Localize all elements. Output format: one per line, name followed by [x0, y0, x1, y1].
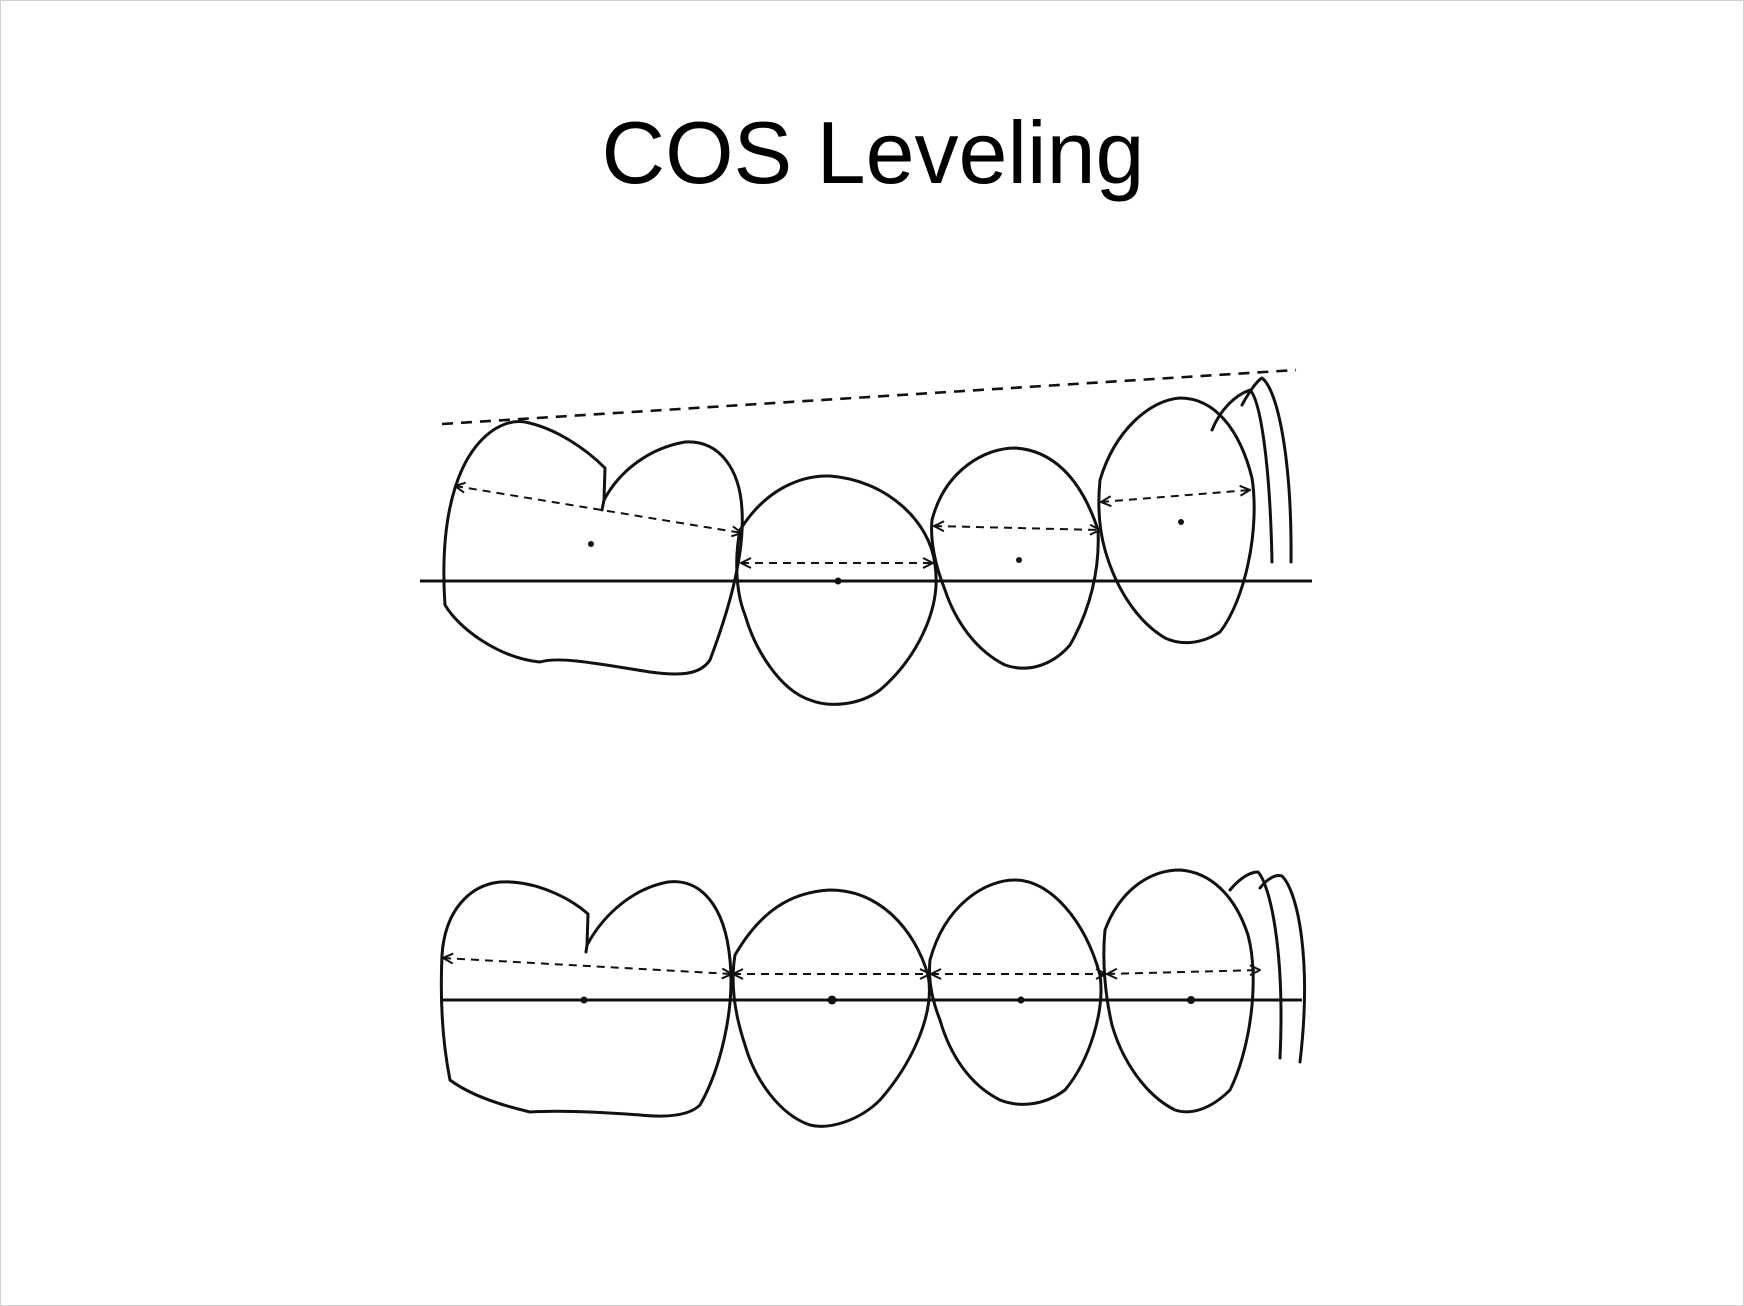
bottom-molar-center-dot [580, 996, 588, 1004]
top-premolar-2-width-arrow [934, 526, 1100, 530]
top-incisor-1-tooth [1210, 388, 1274, 564]
top-canine-width-arrow [1101, 490, 1250, 502]
top-occlusal-plane-line [441, 368, 1297, 426]
bottom-premolar-1-center-dot [827, 995, 837, 1005]
top-premolar-2-center-dot [1016, 557, 1022, 563]
top-molar-width-arrow [455, 486, 742, 533]
slide-title: COS Leveling [601, 103, 1145, 202]
bottom-premolar-1-tooth [731, 888, 931, 1128]
bottom-canine-center-dot [1187, 996, 1195, 1004]
top-molar-tooth [442, 420, 744, 676]
top-premolar-2-tooth [930, 446, 1100, 670]
bottom-diagram [439, 868, 1306, 1128]
top-molar-groove [600, 498, 606, 512]
top-incisor-2-tooth [1240, 376, 1293, 564]
top-canine-tooth [1097, 396, 1256, 645]
bottom-canine-tooth [1102, 868, 1255, 1114]
bottom-premolar-2-center-dot [1017, 996, 1025, 1004]
top-canine-center-dot [1178, 519, 1184, 525]
bottom-molar-tooth [439, 880, 733, 1118]
bottom-incisor-1-tooth [1228, 870, 1283, 1060]
top-molar-center-dot [588, 541, 594, 547]
bottom-molar-width-arrow [443, 958, 732, 974]
bottom-molar-groove [584, 943, 589, 954]
top-diagram [420, 368, 1312, 706]
bottom-canine-width-arrow [1107, 970, 1260, 974]
top-premolar-1-tooth [735, 474, 938, 706]
bottom-incisor-2-tooth [1258, 874, 1306, 1064]
bottom-premolar-2-tooth [928, 878, 1103, 1106]
top-premolar-1-center-dot [834, 577, 842, 585]
